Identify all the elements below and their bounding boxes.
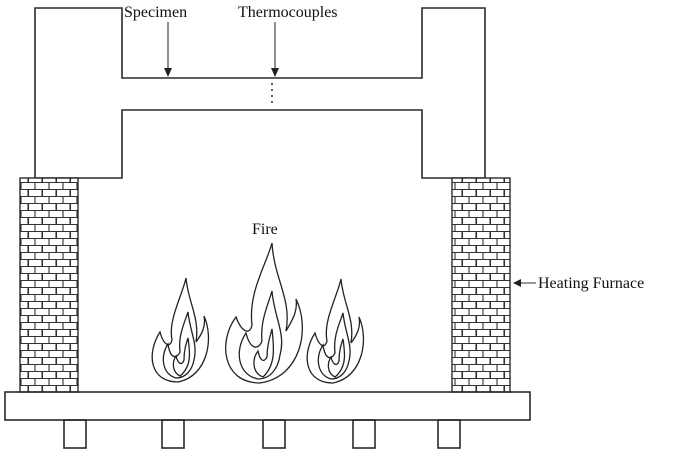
flame-icon — [306, 278, 365, 384]
foot — [437, 419, 461, 449]
specimen-arrow — [164, 22, 172, 77]
specimen-frame — [34, 7, 486, 179]
base-feet — [63, 419, 461, 449]
fire-label: Fire — [252, 221, 278, 238]
flame-icon — [151, 277, 210, 383]
specimen-label: Specimen — [124, 4, 187, 21]
heating-furnace-label: Heating Furnace — [538, 275, 644, 292]
foot — [352, 419, 376, 449]
base-slab — [4, 391, 531, 421]
thermocouples-label: Thermocouples — [238, 4, 338, 21]
foot — [63, 419, 87, 449]
foot — [262, 419, 286, 449]
foot — [161, 419, 185, 449]
left-brick-wall — [19, 177, 79, 393]
right-brick-wall — [451, 177, 511, 393]
thermocouples-arrow — [271, 22, 279, 107]
heating-furnace-arrow — [513, 279, 536, 287]
flame-icon — [225, 242, 303, 384]
